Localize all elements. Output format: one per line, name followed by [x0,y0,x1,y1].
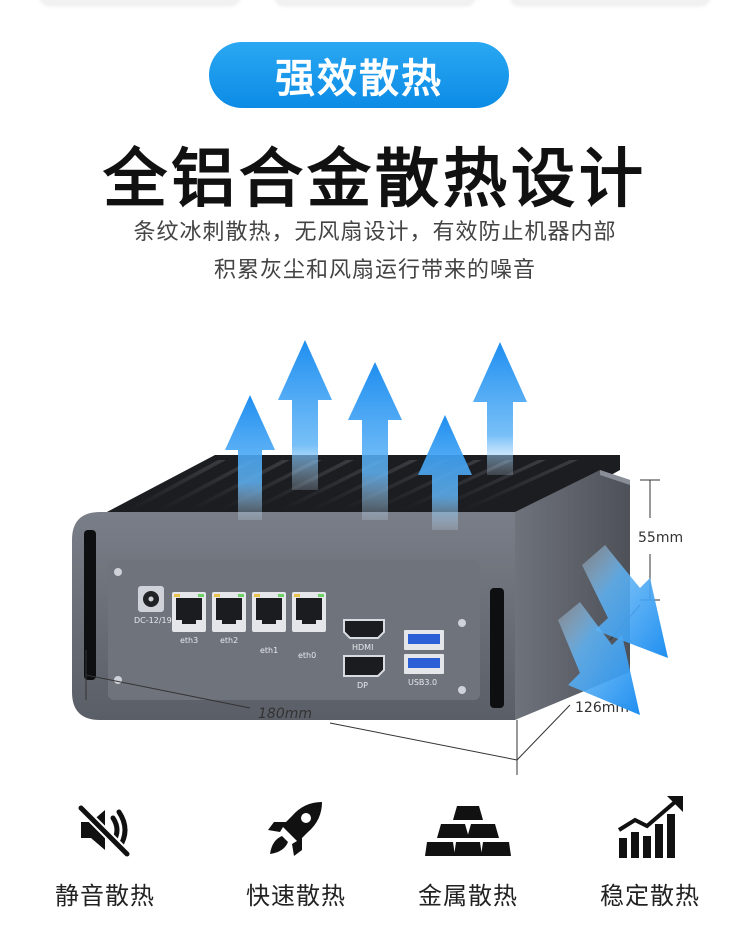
lan-label-3: eth3 [180,636,198,645]
feature-silent-label: 静音散热 [55,882,155,910]
feature-list: 静音散热 快速散热 金属散热 [0,790,750,940]
product-illustration: DC-12/19V eth3 eth2 [0,320,750,780]
heat-flow-arrows [225,340,527,530]
feature-fast: 快速散热 [206,790,386,911]
dimension-width: 180mm [258,706,312,722]
growth-chart-icon [560,790,740,860]
badge-text: 强效散热 [275,56,443,102]
lan-label-0: eth0 [298,651,316,660]
headline: 全铝合金散热设计 [103,143,647,217]
dc-power-port [138,586,164,612]
feature-stable: 稳定散热 [560,790,740,911]
top-decoration [0,0,750,10]
lan-ports [172,592,326,632]
badge: 强效散热 [209,42,509,108]
feature-metal-label: 金属散热 [418,882,518,910]
lan-label-1: eth1 [260,646,278,655]
description-line-1: 条纹冰刺散热，无风扇设计，有效防止机器内部 [133,220,617,245]
dp-port [343,655,385,677]
usb-label: USB3.0 [408,678,437,687]
side-heat-arrows [558,545,668,715]
usb-ports [404,630,444,674]
feature-silent: 静音散热 [15,790,195,911]
hdmi-label: HDMI [352,643,373,652]
feature-fast-label: 快速散热 [246,882,346,910]
dimension-height: 55mm [638,530,683,546]
rocket-icon [206,790,386,860]
dp-label: DP [357,681,368,690]
hdmi-port [343,619,385,639]
mute-speaker-icon [15,790,195,860]
gold-bars-icon [378,790,558,860]
dc-label: DC-12/19V [134,616,178,625]
feature-stable-label: 稳定散热 [600,882,700,910]
description-line-2: 积累灰尘和风扇运行带来的噪音 [213,258,536,283]
lan-label-2: eth2 [220,636,238,645]
feature-metal: 金属散热 [378,790,558,911]
